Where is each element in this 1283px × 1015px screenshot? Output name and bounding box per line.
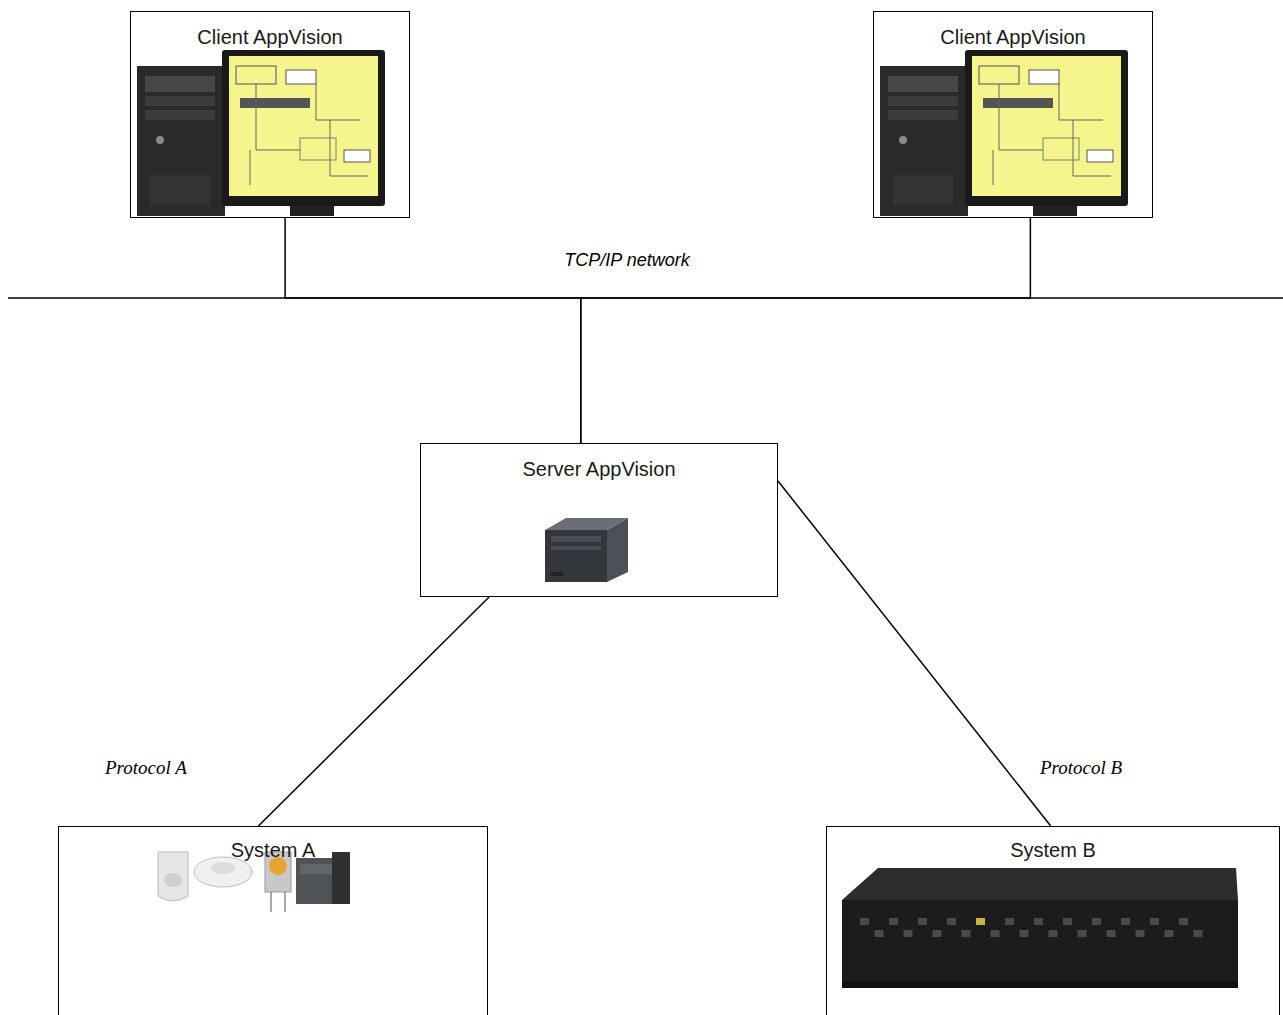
pc-illustration [880, 50, 1128, 216]
server-bay [551, 536, 601, 542]
switch-port [860, 918, 869, 925]
switch-port [1005, 918, 1014, 925]
box-title: System A [59, 827, 487, 862]
switch-port [1194, 930, 1203, 937]
switch-port [1020, 930, 1029, 937]
switch-port [875, 930, 884, 937]
screen-schematic [993, 84, 1111, 185]
motion-sensor [158, 852, 188, 901]
pc-tower [880, 66, 968, 216]
monitor-screen [229, 56, 378, 196]
device-wire [271, 892, 272, 912]
pc-tower [137, 66, 225, 216]
screen-schematic [979, 66, 1019, 84]
monitor-bezel [965, 50, 1128, 206]
drive-bay [145, 76, 215, 92]
switch-port [1034, 918, 1043, 925]
switch-port [1165, 930, 1174, 937]
switch-port [1121, 918, 1130, 925]
server-bay [551, 546, 601, 550]
motion-sensor-lens [164, 873, 182, 887]
control-box [332, 852, 350, 904]
power-button [156, 136, 164, 144]
switch-port [1179, 918, 1188, 925]
switch-port [1107, 930, 1116, 937]
server-foot [551, 572, 563, 576]
screen-schematic [1043, 138, 1079, 160]
connector-line [285, 218, 581, 443]
switch-port [976, 918, 985, 925]
system-box: System B [826, 826, 1280, 1015]
switch-top [842, 868, 1238, 900]
switch-port [1136, 930, 1145, 937]
client-box: Client AppVision [130, 11, 410, 218]
power-button [899, 136, 907, 144]
client-box: Client AppVision [873, 11, 1153, 218]
box-title: System B [827, 827, 1279, 862]
switch-port [918, 918, 927, 925]
screen-schematic [250, 84, 368, 185]
pc-vent [150, 175, 210, 205]
switch-port [1063, 918, 1072, 925]
network-switch [842, 868, 1238, 988]
screen-schematic [1087, 150, 1113, 162]
screen-schematic [286, 70, 316, 84]
box-title: Client AppVision [131, 12, 409, 49]
server-side [607, 518, 628, 582]
box-title: Client AppVision [874, 12, 1152, 49]
pc-vent [893, 175, 953, 205]
protocol-label: Protocol B [1040, 757, 1122, 779]
box-title: Server AppVision [421, 444, 777, 481]
monitor-screen [972, 56, 1121, 196]
switch-port [933, 930, 942, 937]
monitor-stand [1033, 206, 1077, 216]
drive-bay [888, 96, 958, 106]
switch-base [842, 982, 1238, 988]
network-label: TCP/IP network [564, 250, 689, 271]
drive-bay [888, 110, 958, 120]
switch-port [1092, 918, 1101, 925]
device-wire [285, 892, 286, 912]
smoke-detector [211, 862, 235, 874]
switch-port [1150, 918, 1159, 925]
drive-bay [145, 110, 215, 120]
switch-port [889, 918, 898, 925]
switch-port [1049, 930, 1058, 937]
smoke-detector [194, 857, 252, 887]
switch-port [991, 930, 1000, 937]
server-front [545, 530, 607, 582]
screen-schematic [300, 138, 336, 160]
connector-line [778, 481, 1051, 826]
screen-schematic [1029, 70, 1059, 84]
drive-bay [145, 96, 215, 106]
server-box: Server AppVision [420, 443, 778, 597]
switch-front [842, 900, 1238, 982]
server-illustration [545, 518, 628, 582]
pc-illustration [137, 50, 385, 216]
screen-schematic [236, 66, 276, 84]
protocol-label: Protocol A [105, 757, 187, 779]
screen-schematic [240, 98, 310, 108]
screen-schematic [983, 98, 1053, 108]
monitor-stand [290, 206, 334, 216]
drive-bay [888, 76, 958, 92]
switch-port [1078, 930, 1087, 937]
switch-port [962, 930, 971, 937]
switch-port [904, 930, 913, 937]
connector-line [258, 597, 489, 826]
system-box: System A [58, 826, 488, 1015]
screen-schematic [344, 150, 370, 162]
monitor-bezel [222, 50, 385, 206]
switch-port [947, 918, 956, 925]
